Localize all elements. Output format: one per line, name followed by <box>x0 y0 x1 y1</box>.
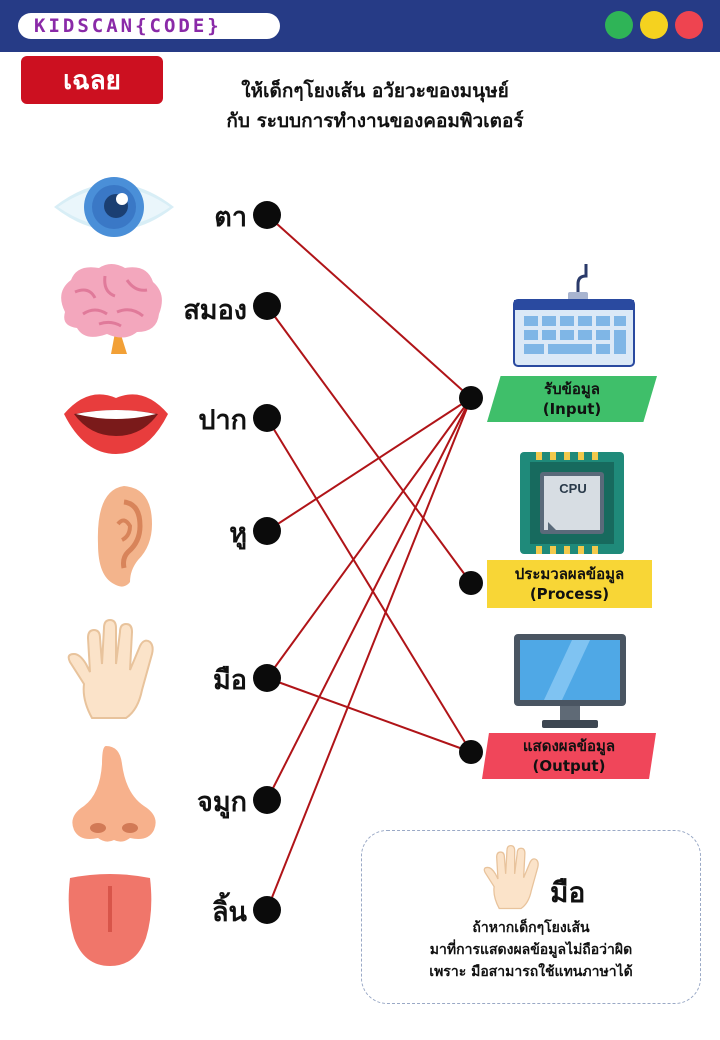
note-line-2: มาที่การแสดงผลข้อมูลไม่ถือว่าผิด <box>429 942 633 958</box>
instruction: ให้เด็กๆโยงเส้น อวัยวะของมนุษย์ กับ ระบบ… <box>185 76 565 136</box>
tag-output-en: (Output) <box>532 757 606 775</box>
connection-line-4 <box>266 397 472 679</box>
window-dot-green <box>605 11 633 39</box>
hand-icon <box>483 844 539 910</box>
organ-point-ear[interactable] <box>253 517 281 545</box>
note-title: มือ <box>550 876 586 909</box>
header-bar: KIDSCAN{CODE} <box>0 0 720 52</box>
brain-icon <box>61 264 162 354</box>
tag-input-th: รับข้อมูล <box>544 380 600 398</box>
organ-point-mouth[interactable] <box>253 404 281 432</box>
connection-line-7 <box>266 397 472 911</box>
note-body: ถ้าหากเด็กๆโยงเส้น มาที่การแสดงผลข้อมูลไ… <box>362 917 700 983</box>
organ-point-tongue[interactable] <box>253 896 281 924</box>
organ-label-eye: ตา <box>214 202 247 233</box>
mouth-icon <box>64 394 168 454</box>
note-line-3: เพราะ มือสามารถใช้แทนภาษาได้ <box>429 964 633 980</box>
logo: KIDSCAN{CODE} <box>18 13 280 39</box>
tag-output: แสดงผลข้อมูล (Output) <box>482 733 656 779</box>
tag-input: รับข้อมูล (Input) <box>487 376 657 422</box>
nose-icon <box>72 746 156 842</box>
tag-process-th: ประมวลผลข้อมูล <box>514 565 625 583</box>
instruction-line-2: กับ ระบบการทำงานของคอมพิวเตอร์ <box>226 110 524 132</box>
tag-input-en: (Input) <box>542 400 602 418</box>
target-point-input[interactable] <box>459 386 483 410</box>
organ-point-brain[interactable] <box>253 292 281 320</box>
tag-output-th: แสดงผลข้อมูล <box>522 737 616 755</box>
logo-text: KIDSCAN{CODE} <box>34 15 222 37</box>
organ-label-brain: สมอง <box>183 295 247 326</box>
note-line-1: ถ้าหากเด็กๆโยงเส้น <box>472 920 590 936</box>
connection-line-6 <box>266 397 472 801</box>
instruction-line-1: ให้เด็กๆโยงเส้น อวัยวะของมนุษย์ <box>241 80 509 102</box>
organ-label-nose: จมูก <box>197 787 247 818</box>
organ-point-hand[interactable] <box>253 664 281 692</box>
answer-badge: เฉลย <box>21 56 163 104</box>
monitor-icon <box>514 634 626 728</box>
target-point-process[interactable] <box>459 571 483 595</box>
tag-process-en: (Process) <box>529 585 610 603</box>
eye-icon <box>54 177 174 237</box>
organ-label-mouth: ปาก <box>198 405 247 436</box>
note-box: มือ ถ้าหากเด็กๆโยงเส้น มาที่การแสดงผลข้อ… <box>361 830 701 1004</box>
cpu-chip-text: CPU <box>559 481 586 496</box>
organ-point-nose[interactable] <box>253 786 281 814</box>
organ-label-ear: หู <box>229 518 247 549</box>
connection-line-1 <box>266 305 472 584</box>
tag-process: ประมวลผลข้อมูล (Process) <box>487 560 652 608</box>
window-dot-red <box>675 11 703 39</box>
answer-badge-label: เฉลย <box>63 65 121 96</box>
ear-icon <box>97 486 152 587</box>
connection-line-0 <box>266 214 472 399</box>
keyboard-icon <box>513 264 635 367</box>
organ-label-tongue: ลิ้น <box>211 897 247 928</box>
organ-label-hand: มือ <box>212 665 247 696</box>
window-dot-yellow <box>640 11 668 39</box>
connection-line-2 <box>266 417 472 753</box>
organ-point-eye[interactable] <box>253 201 281 229</box>
connection-line-5 <box>266 677 472 753</box>
tongue-icon <box>68 874 152 966</box>
cpu-icon: CPU <box>520 452 624 554</box>
target-point-output[interactable] <box>459 740 483 764</box>
connection-line-3 <box>266 397 472 532</box>
hand-icon <box>67 618 154 719</box>
